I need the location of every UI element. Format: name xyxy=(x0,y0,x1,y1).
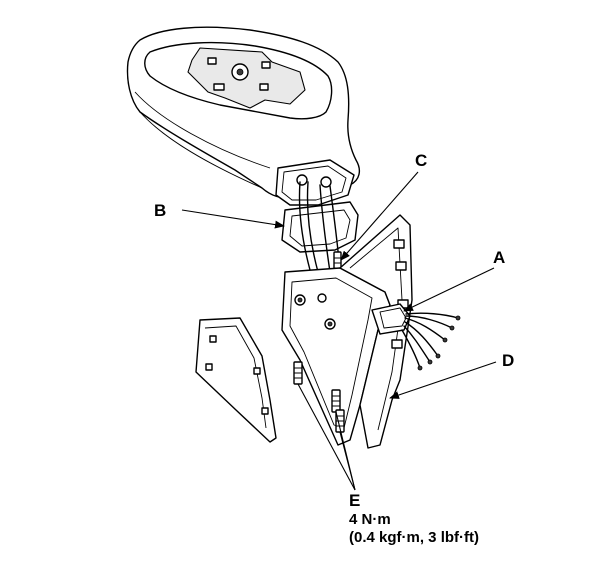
leader-c xyxy=(340,171,419,261)
cable-harness xyxy=(298,181,341,273)
leader-e-3 xyxy=(339,431,356,491)
leader-lines xyxy=(181,171,497,491)
cover-panel xyxy=(195,317,277,443)
callout-c: C xyxy=(415,151,427,170)
leader-d xyxy=(389,361,497,399)
mirror-back-plate xyxy=(339,214,413,449)
leader-b xyxy=(181,209,285,229)
torque-spec-nm: 4 N·m xyxy=(349,511,391,528)
callout-a: A xyxy=(493,248,505,267)
mirror-glass-backing-plate xyxy=(187,47,306,109)
gasket-b xyxy=(281,201,359,253)
wire-ends xyxy=(401,312,461,371)
leader-a xyxy=(403,267,495,312)
callout-b: B xyxy=(154,201,166,220)
leader-e-1 xyxy=(297,383,356,491)
bolts-e xyxy=(293,361,345,433)
callout-e: E xyxy=(349,491,360,510)
callout-d: D xyxy=(502,351,514,370)
bolt-e-2 xyxy=(331,389,341,413)
bolt-e-1 xyxy=(293,361,303,385)
housing-base-mount xyxy=(275,159,355,206)
mirror-housing xyxy=(126,26,361,200)
torque-spec-imperial: (0.4 kgf·m, 3 lbf·ft) xyxy=(349,529,479,546)
